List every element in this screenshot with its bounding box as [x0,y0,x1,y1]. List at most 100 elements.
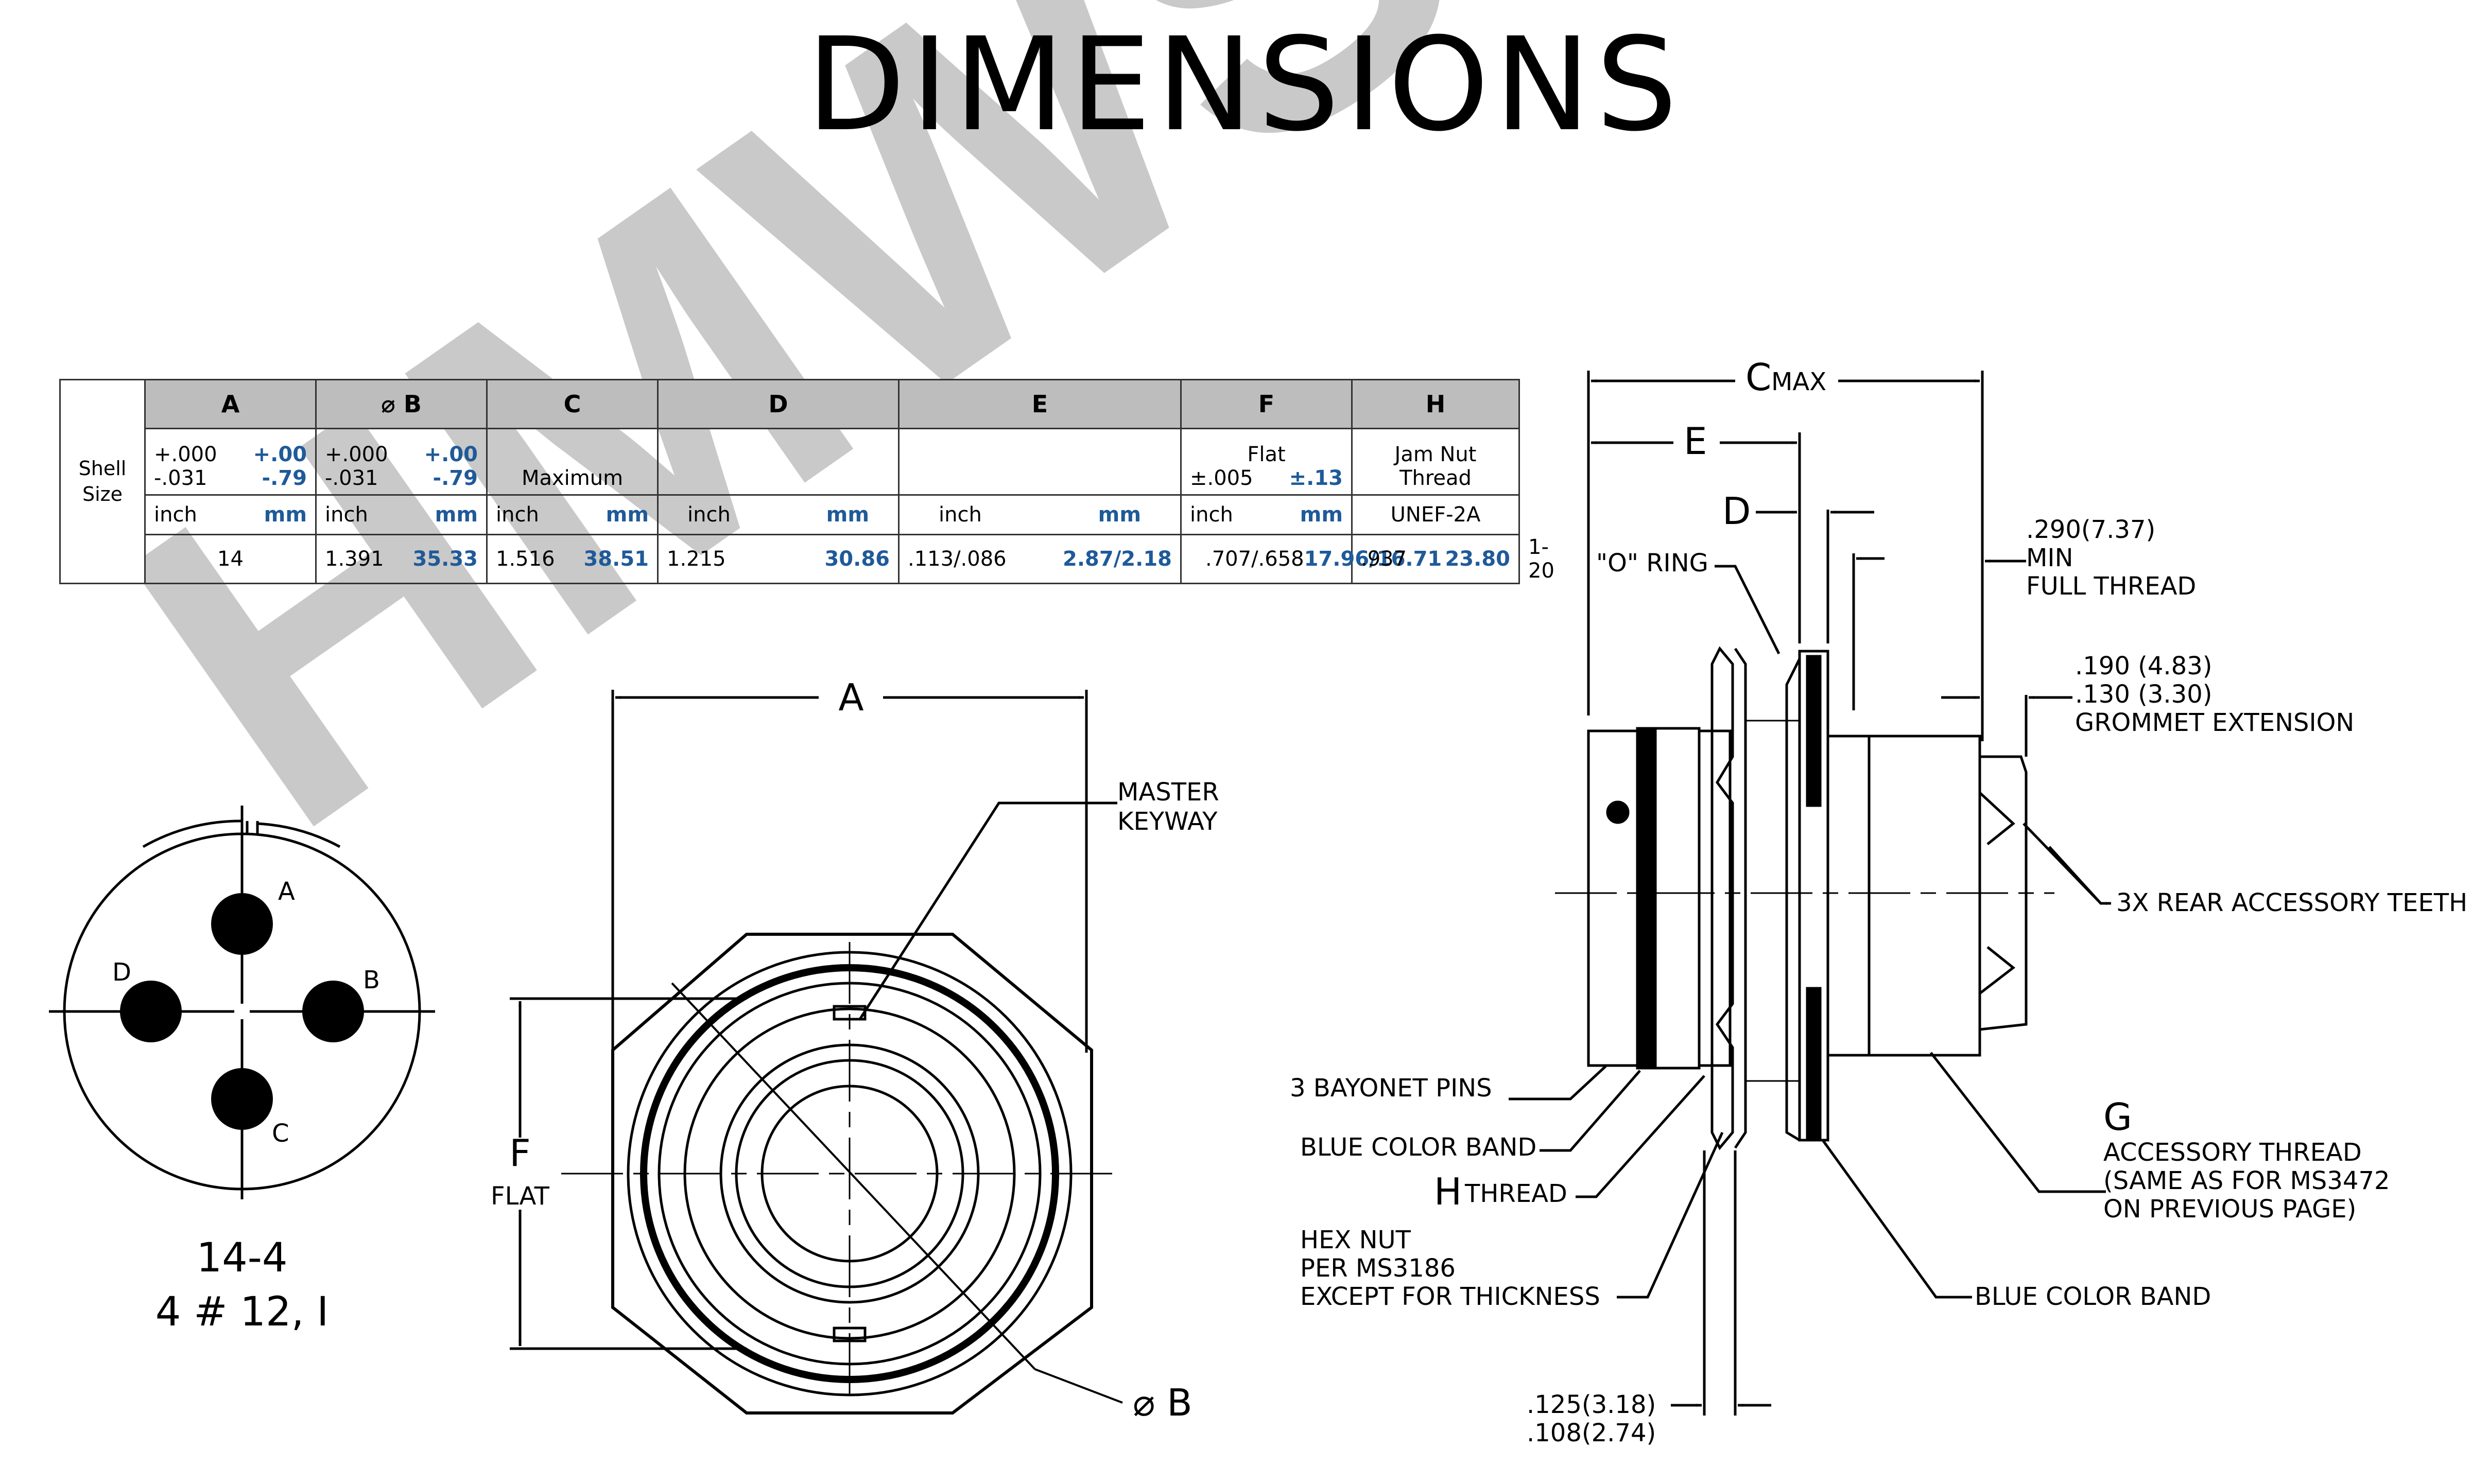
val-c-inch: 1.215 [667,547,726,571]
thickness-label-2: .108(2.74) [1527,1419,1656,1447]
unit-a-inch: inch [154,503,197,527]
val-c: 1.215 30.86 [657,534,900,584]
shell-size-label: Shell Size [78,457,127,505]
tol-h: Jam Nut Thread [1351,428,1520,496]
val-f-inch: .937 [1361,547,1407,571]
master-keyway-label-2: KEYWAY [1117,807,1218,836]
val-a-mm: 35.33 [412,547,478,571]
val-d-mm: 2.87/2.18 [1063,547,1172,571]
unit-c-inch: inch [496,503,539,527]
e-label: E [1684,420,1707,463]
col-header-b: ⌀ B [315,379,488,429]
bayonet-pin [1606,800,1630,824]
unit-c: inch mm [486,494,659,535]
col-header-h: H [1351,379,1520,429]
hex-nut-label-1: HEX NUT [1300,1226,1411,1254]
val-c-mm: 30.86 [824,547,890,571]
tol-c: Maximum [486,428,659,496]
val-a: 1.391 35.33 [315,534,488,584]
val-f-mm: 23.80 [1445,547,1510,571]
contact-c [211,1068,273,1130]
o-ring [1785,658,1801,1142]
unit-f-inch: inch [1190,503,1233,527]
blue-band-label-2: BLUE COLOR BAND [1975,1282,2211,1311]
unit-a-mm: mm [264,503,307,527]
dim-f-flat-label: FLAT [491,1182,550,1211]
shell-size-header: Shell Size [59,379,146,584]
accessory-thread [1868,735,1981,1057]
side-view [1509,371,2111,1416]
val-e-mm: 17.96/16.71 [1304,547,1442,571]
col-header-c: C [486,379,659,429]
c-max-label: C [1745,356,1771,399]
insert-label-contacts: 4 # 12, I [155,1289,329,1335]
front-view [510,690,1123,1415]
dim-a-label: A [838,676,863,719]
insert-label-size: 14-4 [196,1235,287,1281]
val-d: .113/.086 2.87/2.18 [898,534,1182,584]
unit-b-mm: mm [435,503,478,527]
unit-h: UNEF-2A [1351,494,1520,535]
unit-d-mm: mm [826,503,869,527]
contact-d [120,981,182,1042]
dim-b-label: ⌀ B [1133,1381,1192,1424]
rear-teeth-label: 3X REAR ACCESSORY TEETH [2116,888,2467,917]
dimension-table: Shell Size A ⌀ B C D E F H +.000 -.031+.… [59,379,1554,584]
bayonet-label: 3 BAYONET PINS [1290,1074,1492,1103]
tol-f-mm: ±.13 [1289,466,1343,490]
c-max-sub-label: MAX [1771,368,1826,396]
g-label: G [2103,1095,2132,1139]
grommet-1: .190 (4.83) [2075,652,2212,680]
g-label-1: ACCESSORY THREAD [2103,1138,2362,1167]
g-label-3: ON PREVIOUS PAGE) [2103,1195,2356,1224]
tol-f: Flat±.005 ±.13 [1180,428,1353,496]
col-header-d: D [657,379,900,429]
unit-c-mm: mm [606,503,649,527]
unit-f: inch mm [1180,494,1353,535]
tol-f-flat: Flat [1247,443,1286,466]
tol-b-mm: +.00 -.79 [424,443,478,490]
val-d-inch: .113/.086 [908,547,1007,571]
h-label: H [1434,1170,1462,1213]
g-label-2: (SAME AS FOR MS3472 [2103,1166,2390,1195]
unit-d-inch: inch [687,503,731,527]
h-thread-label: THREAD [1464,1179,1567,1208]
rear-accessory-teeth [1978,755,2028,1031]
keyway-arc-left [142,819,243,848]
grommet-2: .130 (3.30) [2075,680,2212,709]
tol-b: +.000 -.031 +.00 -.79 [315,428,488,496]
val-e-inch: .707/.658 [1205,547,1304,571]
o-ring-label: "O" RING [1596,549,1708,578]
keyway-arc-right [257,822,341,848]
unit-e-mm: mm [1098,503,1141,527]
val-b-mm: 38.51 [583,547,649,571]
shell-size-value: 14 [144,534,317,584]
d-label: D [1722,490,1751,533]
dim-f-label: F [509,1131,530,1175]
full-thread-2: MIN [2026,544,2073,572]
contact-label-c: C [272,1119,289,1148]
unit-b-inch: inch [325,503,368,527]
unit-b: inch mm [315,494,488,535]
page-title: DIMENSIONS [806,10,1683,160]
col-header-a: A [144,379,317,429]
unit-f-mm: mm [1300,503,1343,527]
tol-f-inch: ±.005 [1190,466,1253,490]
tol-e [898,428,1182,496]
hex-nut-label-3: EXCEPT FOR THICKNESS [1300,1282,1600,1311]
tol-b-inch: +.000 -.031 [325,443,388,490]
blue-band-label-1: BLUE COLOR BAND [1300,1133,1536,1162]
contact-label-d: D [112,958,131,987]
hex-nut-side [1710,646,1734,1150]
contact-label-b: B [363,966,380,994]
grommet-3: GROMMET EXTENSION [2075,708,2354,737]
col-header-e: E [898,379,1182,429]
tol-a: +.000 -.031 +.00 -.79 [144,428,317,496]
tol-a-inch: +.000 -.031 [154,443,217,490]
val-a-inch: 1.391 [325,547,384,571]
tol-a-mm: +.00 -.79 [253,443,307,490]
front-thread [1744,720,1801,1082]
